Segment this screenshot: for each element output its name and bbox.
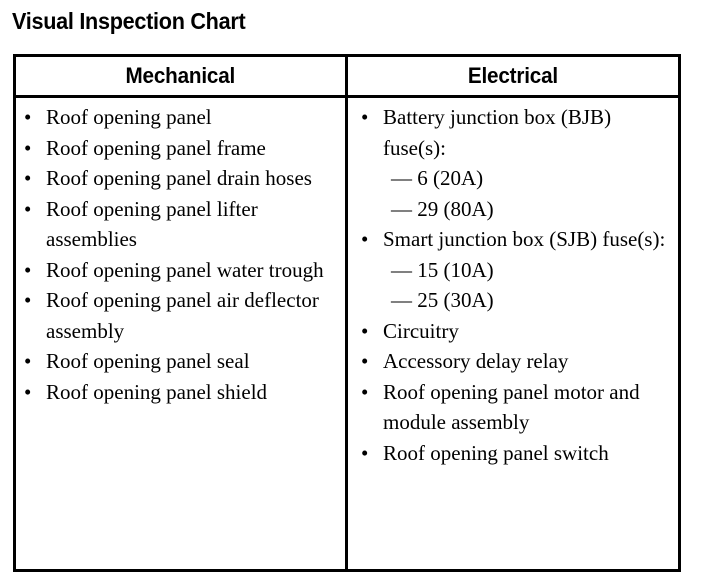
sub-list-item: — 29 (80A) xyxy=(383,194,678,225)
electrical-item-list: •Battery junction box (BJB) fuse(s):— 6 … xyxy=(358,102,678,468)
list-item-label: Accessory delay relay xyxy=(383,349,569,373)
bullet-icon: • xyxy=(24,105,32,129)
list-item-label: Roof opening panel water trough xyxy=(46,257,324,282)
visual-inspection-table: Mechanical Electrical • Roof opening pane… xyxy=(13,54,681,572)
list-item: • Roof opening panel motor and module ass… xyxy=(358,377,678,438)
column-header-mechanical: Mechanical xyxy=(16,57,345,95)
sub-item-list: — 6 (20A)— 29 (80A) xyxy=(383,163,678,224)
list-item: • Accessory delay relay xyxy=(358,346,678,377)
em-dash-icon: — xyxy=(391,196,412,221)
em-dash-icon: — xyxy=(391,166,412,190)
column-body-electrical: •Battery junction box (BJB) fuse(s):— 6 … xyxy=(348,98,678,468)
em-dash-icon: — xyxy=(391,288,412,312)
list-item-label: Roof opening panel motor and module asse… xyxy=(383,379,640,435)
sub-list-item: — 6 (20A) xyxy=(383,163,678,194)
list-item: • Roof opening panel drain hoses xyxy=(21,163,345,194)
list-item: • Roof opening panel xyxy=(21,102,345,133)
bullet-icon: • xyxy=(361,440,369,465)
sub-item-list: — 15 (10A)— 25 (30A) xyxy=(383,255,678,316)
column-header-electrical: Electrical xyxy=(348,57,678,95)
list-item-label: Roof opening panel drain hoses xyxy=(46,166,312,190)
bullet-icon: • xyxy=(24,257,32,282)
list-item-label: Roof opening panel switch xyxy=(383,440,609,465)
list-item-label: Battery junction box (BJB) fuse(s): xyxy=(383,105,612,160)
sub-list-item-label: 6 (20A) xyxy=(417,166,484,190)
list-item-label: Roof opening panel lifter assemblies xyxy=(46,196,258,252)
bullet-icon: • xyxy=(361,349,369,373)
column-divider xyxy=(345,57,348,569)
column-body-mechanical: • Roof opening panel • Roof opening panel f… xyxy=(16,98,345,407)
list-item: • Roof opening panel shield xyxy=(21,377,345,408)
list-item: • Roof opening panel switch xyxy=(358,438,678,469)
bullet-icon: • xyxy=(24,288,32,312)
sub-list-item-label: 25 (30A) xyxy=(417,288,494,312)
sub-list-item-label: 29 (80A) xyxy=(417,196,494,221)
list-item: • Roof opening panel seal xyxy=(21,346,345,377)
sub-list-item: — 15 (10A) xyxy=(383,255,678,286)
bullet-icon: • xyxy=(24,349,32,373)
column-header-electrical-label: Electrical xyxy=(467,63,559,88)
list-item-label: Roof opening panel shield xyxy=(46,379,268,404)
list-item: • Smart junction box (SJB) fuse(s): — 15 (… xyxy=(358,224,678,316)
column-header-mechanical-label: Mechanical xyxy=(125,63,236,88)
bullet-icon: • xyxy=(361,227,369,251)
bullet-icon: • xyxy=(361,379,369,404)
list-item-label: Roof opening panel air deflector assembl… xyxy=(46,288,319,343)
bullet-icon: • xyxy=(361,105,369,129)
list-item-label: Smart junction box (SJB) fuse(s): xyxy=(383,227,666,251)
em-dash-icon: — xyxy=(391,257,412,282)
list-item: • Roof opening panel air deflector assemb… xyxy=(21,285,345,346)
sub-list-item: — 25 (30A) xyxy=(383,285,678,316)
sub-list-item-label: 15 (10A) xyxy=(417,257,494,282)
mechanical-item-list: • Roof opening panel • Roof opening panel f… xyxy=(21,102,345,407)
bullet-icon: • xyxy=(24,196,32,221)
list-item-label: Roof opening panel seal xyxy=(46,349,250,373)
list-item: • Roof opening panel frame xyxy=(21,133,345,164)
bullet-icon: • xyxy=(24,166,32,190)
page-title: Visual Inspection Chart xyxy=(12,8,246,34)
list-item-label: Roof opening panel xyxy=(46,105,212,129)
list-item: • Roof opening panel lifter assemblies xyxy=(21,194,345,255)
list-item-label: Circuitry xyxy=(383,318,459,343)
bullet-icon: • xyxy=(361,318,369,343)
list-item-label: Roof opening panel frame xyxy=(46,135,266,160)
bullet-icon: • xyxy=(24,135,32,160)
list-item: • Roof opening panel water trough xyxy=(21,255,345,286)
list-item: •Battery junction box (BJB) fuse(s):— 6 … xyxy=(358,102,678,224)
list-item: • Circuitry xyxy=(358,316,678,347)
bullet-icon: • xyxy=(24,379,32,404)
